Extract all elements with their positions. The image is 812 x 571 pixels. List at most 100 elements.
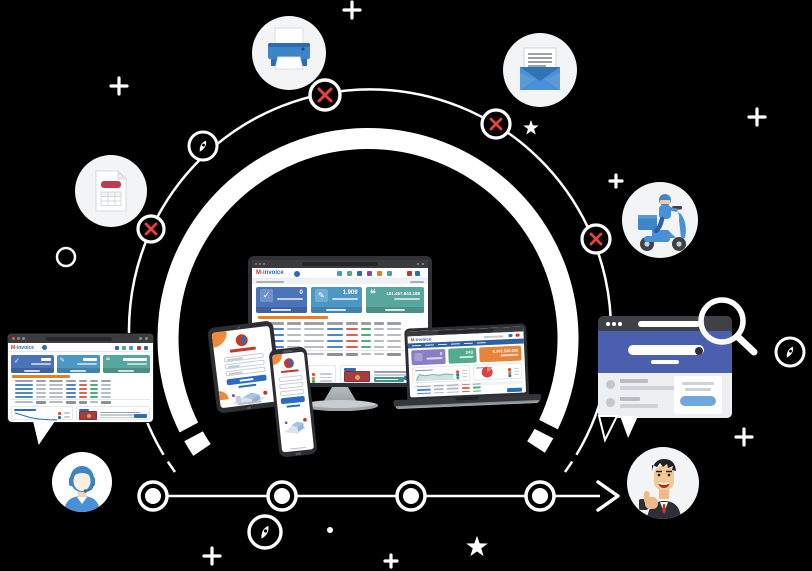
company-field: [279, 388, 305, 396]
card-value: 1.909: [342, 290, 358, 296]
speech-tail-outline: [597, 415, 619, 443]
username-field: [278, 374, 303, 382]
laptop: M-invoice 0 240: [390, 323, 542, 415]
printer-icon: [268, 27, 310, 70]
stat-cards: ✓ ✎ ❝: [11, 355, 150, 373]
tablet-screen: [211, 325, 279, 409]
cta-button: [680, 396, 716, 406]
delivery-bubble: [622, 182, 698, 258]
result-avatar: [606, 398, 615, 407]
outer-arc: [127, 88, 613, 473]
check-icon: ✓: [260, 289, 273, 302]
charts-row: [411, 362, 523, 384]
delivery-scooter-icon: [638, 194, 686, 251]
red-certificate: [344, 371, 370, 382]
browser-chrome: [252, 260, 428, 268]
card-pending: ✓ 0: [256, 287, 307, 313]
dashboard-window-left: M-invoice ✓ ✎ ❝: [8, 334, 153, 422]
error-x-badge: [480, 108, 512, 140]
login-button: [226, 374, 268, 386]
invoice-bubble: [75, 155, 147, 227]
window-dot: [22, 337, 25, 340]
pie-chart-panel: [473, 362, 523, 381]
card-value: 0: [439, 351, 443, 357]
open-envelope-icon: [520, 47, 560, 90]
quote-icon: ❝: [105, 356, 111, 365]
address-bar: [638, 320, 700, 327]
window-dot: [606, 322, 610, 326]
support-agent-icon: [64, 466, 100, 512]
plus-spark: [109, 0, 767, 569]
app-header: M-invoice: [252, 268, 428, 279]
dot-spark: [327, 527, 333, 533]
star-spark: [523, 119, 539, 135]
card-purple: 0: [411, 348, 446, 366]
star-spark: [466, 535, 488, 557]
login-button: [280, 395, 306, 404]
check-icon: ✓: [14, 358, 20, 365]
process-timeline: [137, 480, 620, 512]
certificate-panel: [76, 406, 150, 420]
card-value: 101.457.843.186: [386, 291, 420, 296]
laptop-frame: M-invoice 0 240: [404, 323, 530, 401]
monitor-base: [302, 400, 378, 411]
timeline-step-1: [137, 480, 169, 512]
chart-panel: [11, 406, 73, 420]
error-x-badge: [308, 78, 342, 112]
card-value: 240: [465, 349, 474, 356]
login-logo: [283, 357, 295, 369]
timeline-step-4: [524, 480, 556, 512]
results-body: [598, 373, 732, 418]
isometric-illustration: [284, 418, 307, 434]
phone: [268, 346, 318, 458]
error-x-badge: [136, 214, 166, 244]
action-button: [134, 414, 147, 418]
card-issued: ✎ 1.909: [310, 287, 362, 313]
phone-screen: [271, 351, 315, 453]
envelope-bubble: [503, 33, 577, 107]
rocket-badge: [774, 336, 806, 368]
quote-icon: ❝: [369, 287, 377, 301]
app-logo: M-invoice: [11, 344, 35, 351]
stat-cards: ✓ 0 ✎ 1.909 ❝ 101.457.843.186: [256, 287, 424, 313]
action-button: [506, 387, 523, 392]
app-logo: M-invoice: [410, 336, 432, 343]
home-button: [246, 406, 252, 410]
browser-chrome: [8, 334, 153, 343]
isometric-illustration: [231, 390, 268, 405]
tablet: [207, 320, 283, 414]
corner-accent: [211, 330, 229, 348]
breadcrumb-bar: [252, 279, 428, 284]
search-button: [695, 346, 703, 355]
timeline-step-3: [395, 480, 427, 512]
timeline-step-2: [266, 480, 298, 512]
address-bar: [46, 336, 112, 341]
invoice-document-icon: [95, 169, 128, 212]
magnifier-icon: [698, 297, 758, 356]
red-certificate: [79, 411, 97, 420]
monitor-stand: [322, 387, 358, 404]
card-green: 240: [448, 347, 477, 364]
card-total: ❝ 101.457.843.186: [365, 287, 424, 313]
businessman-bubble: [627, 447, 699, 519]
rocket-badge: [247, 514, 283, 550]
password-field: [278, 381, 304, 389]
window-dot: [12, 337, 15, 340]
arrow-head-icon: [596, 480, 620, 512]
camera-dot: [238, 326, 241, 329]
printer-bubble: [252, 16, 326, 90]
window-dot: [17, 337, 20, 340]
card-orange: 6.342.530.000: [478, 345, 522, 363]
support-bubble: [52, 452, 112, 512]
search-input: [628, 345, 704, 355]
notice-link: [12, 375, 70, 378]
area-chart-panel: [411, 364, 471, 384]
laptop-screen: M-invoice 0 240: [407, 326, 527, 398]
promo-card: [674, 376, 722, 414]
forgot-link: [286, 404, 301, 408]
app-header: M-invoice: [8, 343, 153, 352]
corner-accent: [271, 353, 283, 365]
app-logo: M-invoice: [256, 270, 284, 276]
